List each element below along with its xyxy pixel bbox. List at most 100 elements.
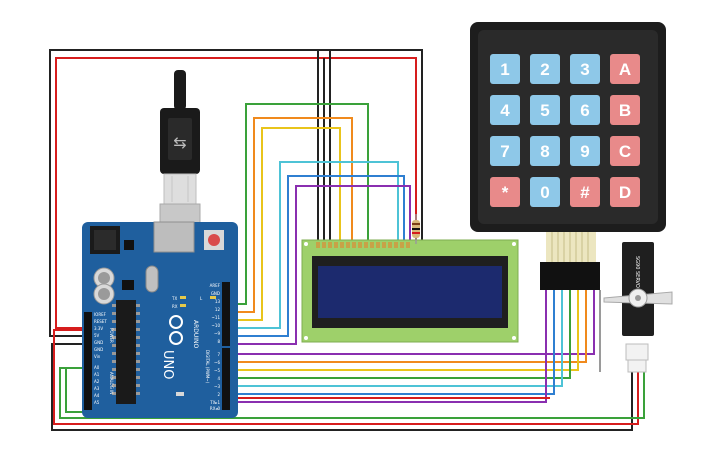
pin-gnd-1: GND xyxy=(94,340,103,345)
wire-keypad-7 xyxy=(228,290,547,403)
pin-vin: Vin xyxy=(94,354,101,359)
key-b[interactable]: B xyxy=(610,95,640,125)
key-cap[interactable] xyxy=(490,177,520,207)
pin-12: 12 xyxy=(215,307,221,312)
lcd-16x2[interactable] xyxy=(301,239,519,343)
key-cap[interactable] xyxy=(610,177,640,207)
digital-header-label: DIGITAL (PWM~) xyxy=(205,350,210,384)
key-cap[interactable] xyxy=(530,54,560,84)
wire-keypad-3 xyxy=(228,290,579,371)
key-cap[interactable] xyxy=(610,136,640,166)
pin-9: ~9 xyxy=(214,331,220,336)
pin-11: ~11 xyxy=(212,315,221,320)
key-label: 6 xyxy=(580,101,589,120)
key-1[interactable]: 1 xyxy=(490,54,520,84)
key-cap[interactable] xyxy=(490,95,520,125)
key-cap[interactable] xyxy=(610,95,640,125)
pin-1: TX▸1 xyxy=(209,400,220,405)
key-cap[interactable] xyxy=(570,54,600,84)
key-8[interactable]: 8 xyxy=(530,136,560,166)
key-2[interactable]: 2 xyxy=(530,54,560,84)
key-cap[interactable] xyxy=(570,136,600,166)
key-label: # xyxy=(580,183,590,202)
key-hash[interactable]: # xyxy=(570,177,600,207)
key-9[interactable]: 9 xyxy=(570,136,600,166)
pin-a0: A0 xyxy=(94,365,100,370)
usb-cable: ⇆ xyxy=(159,70,201,231)
key-label: 7 xyxy=(500,142,509,161)
pin-a5: A5 xyxy=(94,400,100,405)
wire-keypad-2 xyxy=(228,290,587,363)
key-cap[interactable] xyxy=(490,136,520,166)
key-label: D xyxy=(619,183,631,202)
key-3[interactable]: 3 xyxy=(570,54,600,84)
l-label: L xyxy=(200,296,203,301)
arduino-uno-board[interactable]: ARDUINO UNO POWER ANALOG IN DIGITAL (PWM… xyxy=(82,221,238,418)
servo-motor[interactable]: SG90 SERVO xyxy=(603,242,673,373)
rx-label: RX xyxy=(172,304,178,309)
key-label: 8 xyxy=(540,142,549,161)
wire-orange-lcd xyxy=(228,117,353,313)
power-header-label: POWER xyxy=(109,328,114,343)
key-label: 0 xyxy=(540,183,549,202)
pin-8: 8 xyxy=(217,339,220,344)
key-cap[interactable] xyxy=(530,136,560,166)
servo-label: SG90 SERVO xyxy=(634,256,640,288)
key-cap[interactable] xyxy=(570,177,600,207)
key-5[interactable]: 5 xyxy=(530,95,560,125)
key-cap[interactable] xyxy=(490,54,520,84)
pin-a2: A2 xyxy=(94,379,100,384)
key-label: 1 xyxy=(500,60,509,79)
key-label: 5 xyxy=(540,101,549,120)
arduino-brand: ARDUINO xyxy=(192,320,199,349)
key-7[interactable]: 7 xyxy=(490,136,520,166)
pin-aref: AREF xyxy=(210,283,221,288)
key-4[interactable]: 4 xyxy=(490,95,520,125)
pin-4: 4 xyxy=(217,376,220,381)
key-cap[interactable] xyxy=(610,54,640,84)
arduino-model: UNO xyxy=(160,350,175,379)
key-c[interactable]: C xyxy=(610,136,640,166)
pin-a1: A1 xyxy=(94,372,100,377)
right-pin-labels: AREF GND 13 12 ~11 ~10 ~9 8 7 ~6 ~5 4 ~3… xyxy=(209,283,220,411)
key-star[interactable]: * xyxy=(490,177,520,207)
key-label: C xyxy=(619,142,631,161)
key-label: 3 xyxy=(580,60,589,79)
wire-yellow-lcd xyxy=(228,127,341,321)
key-label: 4 xyxy=(500,101,510,120)
key-a[interactable]: A xyxy=(610,54,640,84)
pin-0: RX◂0 xyxy=(210,406,221,411)
pin-5: ~5 xyxy=(214,368,220,373)
pin-gnd-3: GND xyxy=(211,291,220,296)
key-d[interactable]: D xyxy=(610,177,640,207)
wire-blue-lcd xyxy=(228,175,405,337)
key-label: A xyxy=(619,60,631,79)
pin-ioref: IOREF xyxy=(94,312,107,317)
key-0[interactable]: 0 xyxy=(530,177,560,207)
key-label: B xyxy=(619,101,631,120)
resistor[interactable] xyxy=(412,214,420,244)
pin-7: 7 xyxy=(217,352,220,357)
pin-13: 13 xyxy=(215,299,221,304)
key-6[interactable]: 6 xyxy=(570,95,600,125)
wire-black-gnd xyxy=(49,49,423,337)
pin-a4: A4 xyxy=(94,393,100,398)
key-label: * xyxy=(502,183,509,202)
pin-3: ~3 xyxy=(214,384,220,389)
pin-a3: A3 xyxy=(94,386,100,391)
wire-keypad-6 xyxy=(228,290,555,395)
pin-3v3: 3.3V xyxy=(94,326,103,331)
svg-text:⇆: ⇆ xyxy=(173,133,186,152)
arduino-logo-icon xyxy=(169,315,183,345)
pin-2: 2 xyxy=(217,392,220,397)
pin-6: ~6 xyxy=(214,360,220,365)
wire-keypad-5 xyxy=(228,290,563,387)
key-cap[interactable] xyxy=(530,177,560,207)
wire-red-5v xyxy=(55,57,417,329)
key-cap[interactable] xyxy=(570,95,600,125)
key-cap[interactable] xyxy=(530,95,560,125)
pin-gnd-2: GND xyxy=(94,347,103,352)
pin-5v: 5V xyxy=(94,333,100,338)
